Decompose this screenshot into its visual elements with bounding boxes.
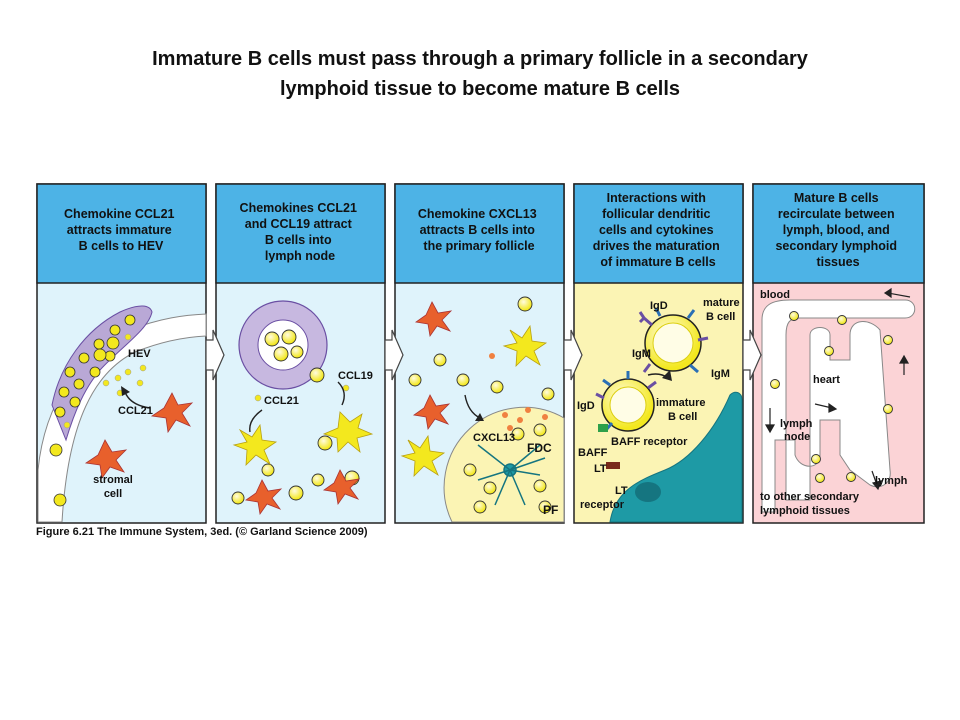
panel-1: Chemokine CCL21 attracts immature B cell… bbox=[36, 183, 207, 524]
panel-connector-arrows bbox=[205, 329, 762, 381]
label-other-secondary-2: lymphoid tissues bbox=[760, 505, 850, 517]
label-fdc: FDC bbox=[527, 441, 552, 455]
connector-arrow-1 bbox=[205, 329, 225, 381]
label-cxcl13: CXCL13 bbox=[473, 432, 515, 444]
bcell-yellow-cells-panel-3 bbox=[408, 296, 555, 514]
connector-arrow-3 bbox=[563, 329, 583, 381]
label-lymph: lymph bbox=[875, 475, 908, 487]
dendritic-cell-icons-panel-3 bbox=[400, 324, 548, 478]
panel-4-header-text: Interactions with follicular dendritic c… bbox=[593, 191, 724, 269]
label-heart: heart bbox=[813, 374, 840, 386]
fdc-cell-icon bbox=[477, 444, 546, 506]
figure-caption: Figure 6.21 The Immune System, 3ed. (© G… bbox=[36, 526, 368, 538]
slide-title-line-2: lymphoid tissue to become mature B cells bbox=[279, 78, 681, 100]
lymph-node-ring bbox=[238, 300, 328, 390]
panel-5: Mature B cells recirculate between lymph… bbox=[752, 183, 925, 524]
label-b-cell-top: B cell bbox=[706, 311, 735, 323]
panel-5-header-text: Mature B cells recirculate between lymph… bbox=[775, 191, 900, 269]
label-lymph-node-2: node bbox=[784, 431, 810, 443]
label-lt-receptor-2: receptor bbox=[580, 499, 625, 511]
stromal-cell-icons-panel-2 bbox=[244, 469, 361, 516]
bcell-yellow-cells bbox=[231, 435, 360, 505]
label-lt: LT bbox=[594, 463, 607, 475]
label-ccl21: CCL21 bbox=[118, 405, 153, 417]
label-cell: cell bbox=[104, 488, 122, 500]
label-lymph-node-1: lymph bbox=[780, 418, 813, 430]
stromal-cell-icons-panel-3 bbox=[412, 301, 453, 431]
label-mature: mature bbox=[703, 297, 740, 309]
panel-4: Interactions with follicular dendritic c… bbox=[573, 183, 744, 524]
label-igm-right: IgM bbox=[711, 368, 730, 380]
label-other-secondary-1: to other secondary bbox=[760, 491, 860, 503]
ccl21-chemokine-dots bbox=[63, 333, 147, 429]
figure-number: Figure 6.21 bbox=[36, 526, 95, 538]
chemotaxis-arrow bbox=[124, 391, 151, 409]
label-immature: immature bbox=[656, 397, 706, 409]
label-baff-receptor: BAFF receptor bbox=[611, 436, 688, 448]
label-pf: PF bbox=[543, 503, 558, 517]
panel-3: Chemokine CXCL13 attracts B cells into t… bbox=[394, 183, 565, 524]
dendritic-cell-icons bbox=[232, 411, 374, 467]
label-baff: BAFF bbox=[578, 447, 608, 459]
connector-arrow-4 bbox=[742, 329, 762, 381]
panel-1-header-text: Chemokine CCL21 attracts immature B cell… bbox=[64, 207, 178, 253]
label-blood: blood bbox=[760, 289, 790, 301]
slide-title: Immature B cells must pass through a pri… bbox=[40, 44, 920, 104]
panel-2-header-text: Chemokines CCL21 and CCL19 attract B cel… bbox=[240, 201, 361, 263]
label-lt-receptor-1: LT bbox=[615, 485, 628, 497]
baff-receptor-icon bbox=[598, 424, 608, 432]
label-igd-top: IgD bbox=[650, 300, 668, 312]
stromal-cell-icon bbox=[84, 392, 194, 480]
bcell-yellow-cells-panel-5 bbox=[770, 311, 893, 483]
label-igm-left: IgM bbox=[632, 348, 651, 360]
panel-3-header-text: Chemokine CXCL13 attracts B cells into t… bbox=[418, 207, 540, 253]
label-hev: HEV bbox=[128, 348, 151, 360]
label-b-cell-bottom: B cell bbox=[668, 411, 697, 423]
panel-2: Chemokines CCL21 and CCL19 attract B cel… bbox=[215, 183, 386, 524]
antibody-receptors bbox=[595, 307, 709, 431]
label-ccl21-panel-2: CCL21 bbox=[264, 395, 299, 407]
fdc-nucleus bbox=[635, 482, 661, 502]
lt-icon bbox=[606, 462, 620, 469]
circulation-diagram bbox=[761, 299, 916, 513]
cxcl13-chemokine-dots bbox=[489, 353, 548, 431]
connector-arrow-2 bbox=[384, 329, 404, 381]
panel-1-header bbox=[36, 183, 207, 284]
label-igd-left: IgD bbox=[577, 400, 595, 412]
slide-title-line-1: Immature B cells must pass through a pri… bbox=[152, 48, 808, 70]
label-ccl19: CCL19 bbox=[338, 370, 373, 382]
figure-citation: The Immune System, 3ed. (© Garland Scien… bbox=[97, 526, 368, 538]
label-stromal: stromal bbox=[93, 474, 133, 486]
flow-arrows bbox=[764, 287, 911, 491]
